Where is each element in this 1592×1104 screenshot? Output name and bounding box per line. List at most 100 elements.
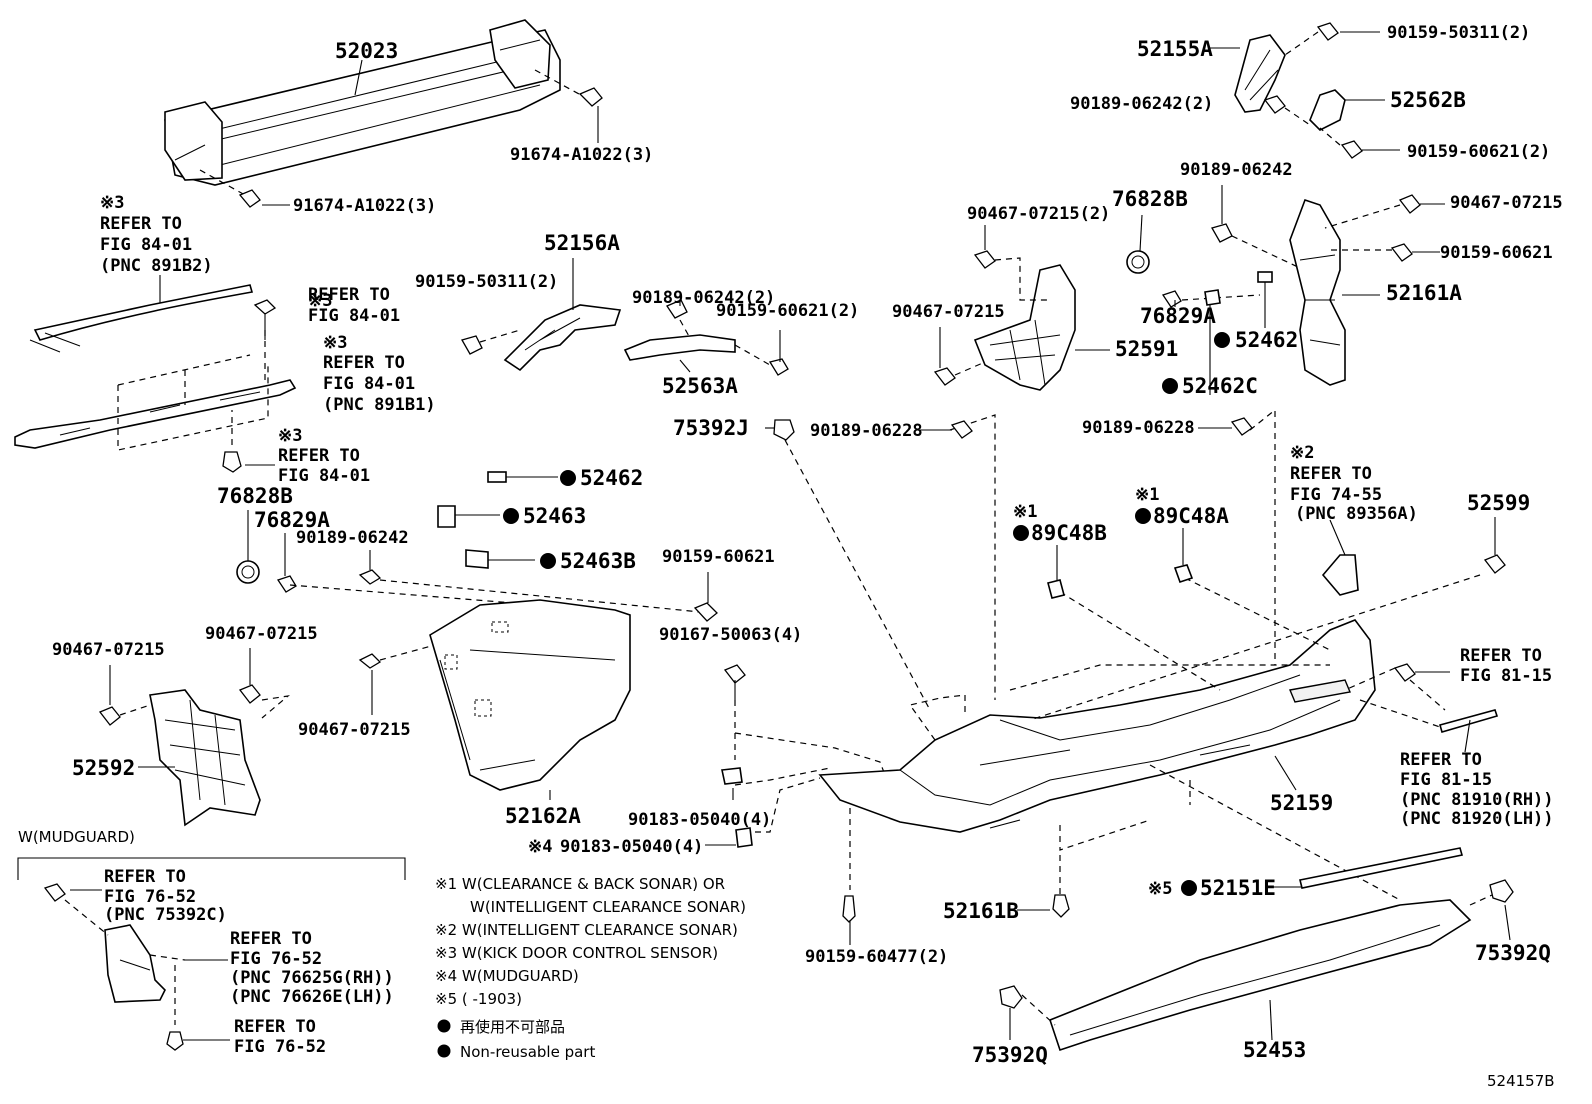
mark-x1-b: ※1 [1135,485,1159,505]
label-52023: 52023 [335,39,398,63]
label-90167-50063: 90167-50063(4) [659,625,802,645]
nonreusable-dot [503,508,519,524]
mark-x3-c: ※3 [323,333,347,353]
label-90159-60621-mid2: 90159-60621(2) [716,301,859,321]
bracket-52161A [1211,185,1445,386]
refer-r6-line1: REFER TO [1460,646,1542,666]
diagram-geometry [14,19,1514,1052]
refer-r3-line2: FIG 84-01 [323,374,415,394]
legend-dot-en [437,1044,451,1058]
bracket-52563A [623,299,789,376]
label-91674-a: 91674-A1022(3) [510,145,653,165]
label-90159-60621-mid: 90159-60621 [662,547,775,567]
mudguard-title: W(MUDGUARD) [18,828,135,846]
label-90159-60621-r2: 90159-60621(2) [1407,142,1550,162]
lower-cover-52453 [999,847,1514,1052]
nonreusable-dot [540,553,556,569]
note-2: ※2 W(INTELLIGENT CLEARANCE SONAR) [435,921,738,939]
refer-r4-line1: REFER TO [278,446,360,466]
legend-jp: 再使用不可部品 [460,1018,565,1036]
label-90189-06242-left: 90189-06242 [296,528,409,548]
fasteners-mid [705,664,886,945]
refer-r5-line2: FIG 74-55 [1290,485,1382,505]
fasteners-right [1344,663,1499,753]
note-4: ※4 W(MUDGUARD) [435,967,579,985]
refer-r4-line2: FIG 84-01 [278,466,370,486]
bumper-reinforcement-52023 [164,19,603,208]
label-52592: 52592 [72,756,135,780]
nonreusable-dot [1013,525,1029,541]
label-90467-07215-r1: 90467-07215 [1450,193,1563,213]
label-76828B-left: 76828B [217,484,293,508]
refer-r5-line3: (PNC 89356A) [1295,504,1418,524]
mark-x5: ※5 [1148,879,1172,899]
label-90189-06242-r: 90189-06242 [1180,160,1293,180]
refer-to-blocks: ※3 REFER TO FIG 84-01 (PNC 891B2) ※3 REF… [18,193,1554,1057]
label-76829A-left: 76829A [254,508,330,532]
label-90183-05040-a: 90183-05040(4) [628,810,771,830]
label-90189-06242-mid2: 90189-06242(2) [632,288,775,308]
mark-x3-a: ※3 [100,193,124,213]
fasteners-left [236,510,718,715]
refer-r9-line3: (PNC 76625G(RH)) [230,968,394,988]
legend-dot-jp [437,1019,451,1033]
label-52591: 52591 [1115,337,1178,361]
refer-r8-line3: (PNC 75392C) [104,905,227,925]
label-52453: 52453 [1243,1038,1306,1062]
label-52151E: 52151E [1200,876,1276,900]
refer-r1-line3: (PNC 891B2) [100,256,213,276]
figure-code: 524157B [1487,1072,1555,1090]
refer-r3-line1: REFER TO [323,353,405,373]
refer-r7-line2: FIG 81-15 [1400,770,1492,790]
label-90159-50311-r: 90159-50311(2) [1387,23,1530,43]
refer-r5-line1: REFER TO [1290,464,1372,484]
nonreusable-dot [1135,508,1151,524]
label-52156A: 52156A [544,231,620,255]
refer-r7-line3: (PNC 81910(RH)) [1400,790,1554,810]
label-90159-50311-mid: 90159-50311(2) [415,272,558,292]
label-52161B: 52161B [943,899,1019,923]
label-90189-06228-b: 90189-06228 [1082,418,1195,438]
label-90467-07215-r3: 90467-07215 [892,302,1005,322]
label-52162A: 52162A [505,804,581,828]
mark-x2: ※2 [1290,443,1314,463]
label-52562B: 52562B [1390,88,1466,112]
label-75392J: 75392J [673,416,749,440]
mark-x3-d: ※3 [278,426,302,446]
nonreusable-dot [1162,378,1178,394]
mudguard-section [17,857,406,1051]
refer-r2-line2: FIG 84-01 [308,306,400,326]
refer-r1-line1: REFER TO [100,214,182,234]
clips-group-left [437,471,558,569]
mark-x4: ※4 [528,837,552,857]
label-52463: 52463 [523,504,586,528]
label-52462-mid: 52462 [580,466,643,490]
label-89C48B: 89C48B [1031,521,1107,545]
note-1b: W(INTELLIGENT CLEARANCE SONAR) [470,898,746,916]
refer-r7-line1: REFER TO [1400,750,1482,770]
label-75392Q-left: 75392Q [972,1043,1048,1067]
mark-x1-a: ※1 [1013,502,1037,522]
side-panel-52162A [429,599,631,800]
label-91674-b: 91674-A1022(3) [293,196,436,216]
label-90467-07215-l3: 90467-07215 [298,720,411,740]
label-90189-06242-r2: 90189-06242(2) [1070,94,1213,114]
label-52599: 52599 [1467,491,1530,515]
refer-r6-line2: FIG 81-15 [1460,666,1552,686]
legend-en: Non-reusable part [460,1043,595,1061]
notes-legend: ※1 W(CLEARANCE & BACK SONAR) OR W(INTELL… [435,875,1555,1090]
part-labels: 52023 91674-A1022(3) 91674-A1022(3) 5215… [52,23,1563,1067]
label-52462-right: 52462 [1235,328,1298,352]
label-90467-07215-r2: 90467-07215(2) [967,204,1110,224]
label-90467-07215-l2: 90467-07215 [205,624,318,644]
nonreusable-dot [1181,880,1197,896]
refer-r7-line4: (PNC 81920(LH)) [1400,809,1554,829]
label-90467-07215-l1: 90467-07215 [52,640,165,660]
mark-x3-b: ※3 [308,291,332,311]
refer-r8-line1: REFER TO [104,867,186,887]
label-52161A: 52161A [1386,281,1462,305]
retainer-75392J [765,419,931,711]
refer-r9-line2: FIG 76-52 [230,949,322,969]
label-52462C: 52462C [1182,374,1258,398]
